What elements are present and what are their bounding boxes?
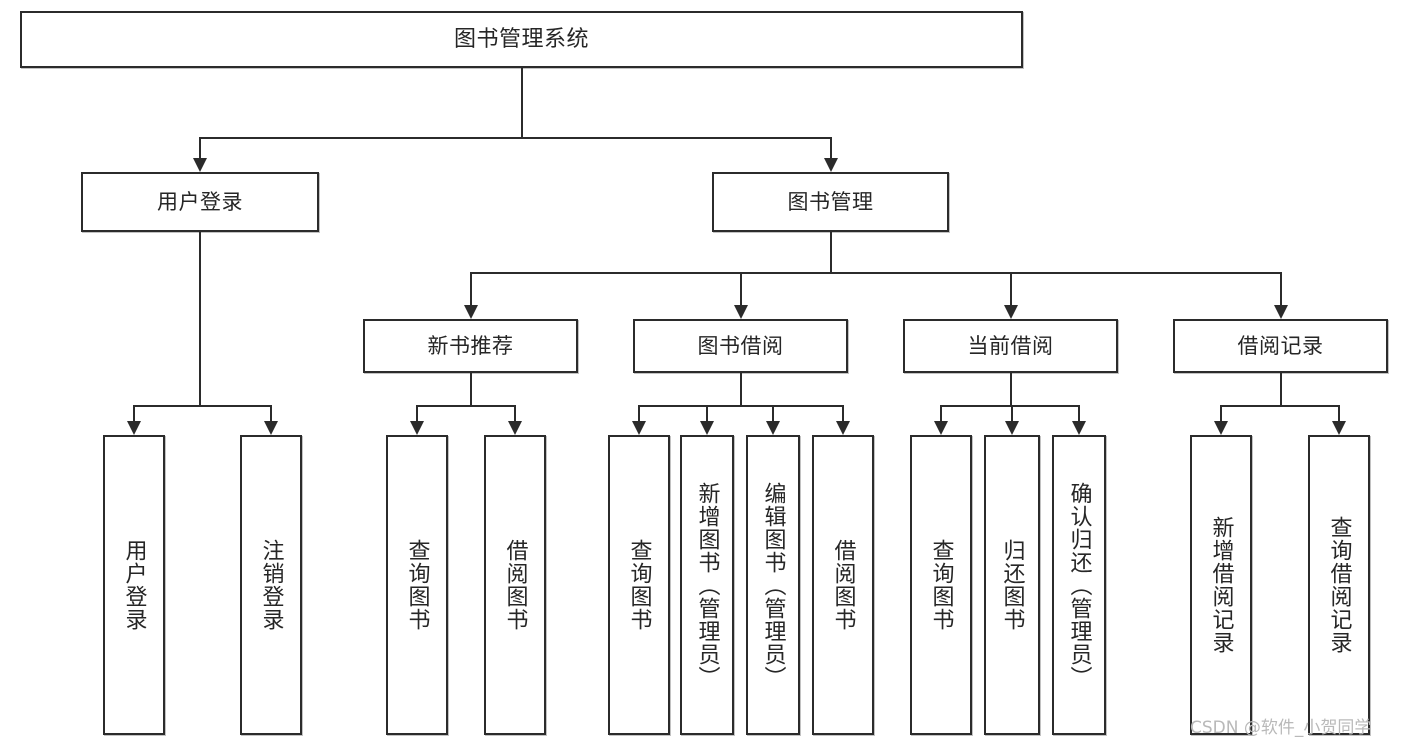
connector-drop-leaf-7 (842, 405, 844, 421)
node-borrow-record[interactable]: 借阅记录 (1173, 319, 1388, 373)
node-leaf-query-book-recommend[interactable]: 查询图书 (386, 435, 448, 735)
connector-bar-borrow-record (1220, 405, 1340, 407)
node-label: 查询图书 (626, 539, 652, 631)
node-label: 注销登录 (258, 539, 284, 631)
node-leaf-add-borrow-record[interactable]: 新增借阅记录 (1190, 435, 1252, 735)
node-leaf-user-logout[interactable]: 注销登录 (240, 435, 302, 735)
node-label: 查询借阅记录 (1326, 516, 1352, 654)
arrowhead-l3-1 (733, 305, 748, 319)
connector-drop-leaf-11 (1220, 405, 1222, 421)
node-leaf-add-book-admin[interactable]: 新增图书（管理员） (680, 435, 734, 735)
arrowhead-leaf-0 (127, 421, 141, 435)
node-label: 确认归还（管理员） (1066, 481, 1092, 689)
node-label: 借阅图书 (502, 539, 528, 631)
node-root-book-management-system[interactable]: 图书管理系统 (20, 11, 1023, 68)
node-label: 归还图书 (999, 539, 1025, 631)
node-label: 新增图书（管理员） (694, 481, 720, 689)
node-label: 用户登录 (121, 539, 147, 631)
connector-stem-user-login (199, 232, 201, 405)
connector-drop-l3-1 (739, 272, 742, 305)
arrowhead-leaf-11 (1214, 421, 1228, 435)
node-label: 新增借阅记录 (1208, 516, 1234, 654)
arrowhead-leaf-10 (1072, 421, 1086, 435)
connector-drop-leaf-1 (270, 405, 272, 421)
node-label: 查询图书 (404, 539, 430, 631)
connector-drop-l3-3 (1279, 272, 1282, 305)
connector-drop-leaf-9 (1011, 405, 1013, 421)
connector-drop-leaf-6 (772, 405, 774, 421)
connector-drop-leaf-10 (1078, 405, 1080, 421)
arrowhead-leaf-5 (700, 421, 714, 435)
connector-drop-l3-0 (469, 272, 472, 305)
node-leaf-confirm-return-admin[interactable]: 确认归还（管理员） (1052, 435, 1106, 735)
connector-drop-l2-1 (829, 137, 832, 158)
connector-drop-leaf-2 (416, 405, 418, 421)
node-label: 借阅记录 (1237, 333, 1324, 358)
connector-bar-user-login (133, 405, 272, 407)
node-label: 用户登录 (157, 189, 243, 214)
arrowhead-leaf-1 (264, 421, 278, 435)
connector-drop-leaf-5 (706, 405, 708, 421)
arrowhead-leaf-3 (508, 421, 522, 435)
arrowhead-leaf-7 (836, 421, 850, 435)
node-label: 借阅图书 (830, 539, 856, 631)
node-label: 查询图书 (928, 539, 954, 631)
node-label: 当前借阅 (967, 333, 1054, 358)
node-leaf-query-book-borrow[interactable]: 查询图书 (608, 435, 670, 735)
node-leaf-query-book-current[interactable]: 查询图书 (910, 435, 972, 735)
node-label: 图书管理 (787, 189, 874, 214)
arrowhead-leaf-2 (410, 421, 424, 435)
connector-drop-leaf-0 (133, 405, 135, 421)
connector-drop-leaf-3 (514, 405, 516, 421)
node-user-login[interactable]: 用户登录 (81, 172, 319, 232)
connector-stem-borrow-record (1279, 373, 1282, 405)
arrowhead-leaf-9 (1005, 421, 1019, 435)
connector-stem-new-book-recommend (469, 373, 472, 405)
node-leaf-user-login[interactable]: 用户登录 (103, 435, 165, 735)
node-leaf-borrow-book-recommend[interactable]: 借阅图书 (484, 435, 546, 735)
node-book-borrow[interactable]: 图书借阅 (633, 319, 848, 373)
node-current-borrow[interactable]: 当前借阅 (903, 319, 1118, 373)
node-label: 图书管理系统 (453, 26, 589, 52)
node-leaf-edit-book-admin[interactable]: 编辑图书（管理员） (746, 435, 800, 735)
connector-bar-book-borrow (638, 405, 844, 407)
connector-stem-current-borrow (1009, 373, 1012, 405)
arrowhead-leaf-8 (934, 421, 948, 435)
node-leaf-return-book[interactable]: 归还图书 (984, 435, 1040, 735)
connector-root-stem (520, 68, 523, 137)
connector-drop-l2-0 (199, 137, 201, 158)
connector-drop-leaf-8 (940, 405, 942, 421)
connector-drop-leaf-12 (1338, 405, 1340, 421)
connector-bar-new-book-recommend (416, 405, 516, 407)
node-label: 新书推荐 (427, 333, 514, 358)
watermark-text: CSDN @软件_小贺同学 (1190, 718, 1372, 738)
connector-drop-l3-2 (1009, 272, 1012, 305)
connector-stem-book-borrow (739, 373, 742, 405)
node-label: 图书借阅 (697, 333, 784, 358)
arrowhead-leaf-6 (766, 421, 780, 435)
arrowhead-l3-2 (1003, 305, 1018, 319)
node-leaf-query-borrow-record[interactable]: 查询借阅记录 (1308, 435, 1370, 735)
arrowhead-l2-0 (193, 158, 207, 172)
arrowhead-leaf-12 (1332, 421, 1346, 435)
node-leaf-borrow-book[interactable]: 借阅图书 (812, 435, 874, 735)
arrowhead-leaf-4 (632, 421, 646, 435)
node-book-management[interactable]: 图书管理 (712, 172, 949, 232)
arrowhead-l3-3 (1273, 305, 1288, 319)
node-new-book-recommend[interactable]: 新书推荐 (363, 319, 578, 373)
connector-bar-current-borrow (940, 405, 1080, 407)
node-label: 编辑图书（管理员） (760, 481, 786, 689)
arrowhead-l2-1 (823, 158, 838, 172)
connector-book-management-stem (829, 232, 832, 272)
connector-root-bar (199, 137, 832, 139)
arrowhead-l3-0 (463, 305, 478, 319)
connector-book-management-bar (469, 272, 1282, 274)
connector-drop-leaf-4 (638, 405, 640, 421)
